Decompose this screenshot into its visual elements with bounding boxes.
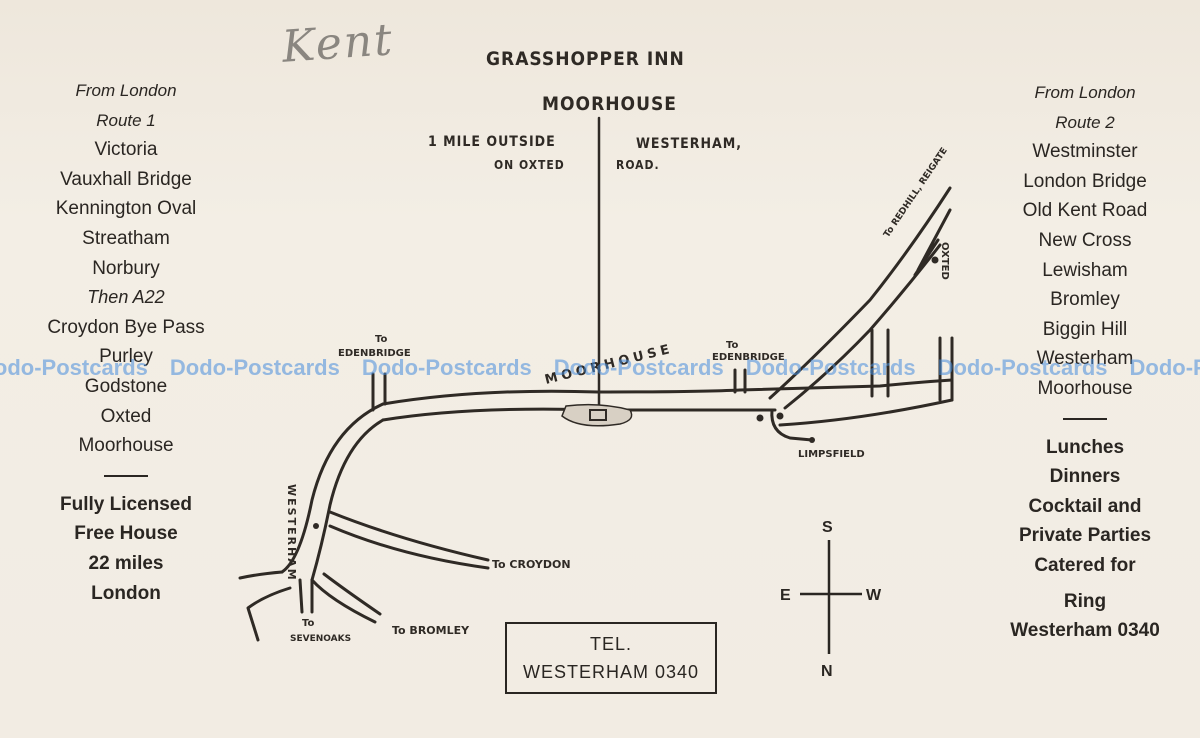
route-stop: Biggin Hill xyxy=(1042,318,1128,340)
map-label: To xyxy=(375,334,387,345)
junction-dot xyxy=(313,523,319,529)
croydon-road xyxy=(328,510,490,570)
compass-rose xyxy=(800,540,862,654)
route-stop: Old Kent Road xyxy=(1022,200,1148,222)
watermark-text: Dodo-Postcards xyxy=(169,355,340,380)
directions-text: WESTERHAM, xyxy=(636,136,743,152)
route-stop: Victoria xyxy=(94,139,158,161)
route-stop: Oxted xyxy=(100,405,152,427)
map-label: To REDHILL, REIGATE xyxy=(882,146,950,240)
route-stop: Westerham xyxy=(1036,348,1134,370)
compass-top: S xyxy=(822,519,833,536)
map-label: EDENBRIDGE xyxy=(338,348,411,359)
west-road-lower xyxy=(246,586,292,642)
route-stop: Moorhouse xyxy=(1037,377,1133,399)
telephone-number: WESTERHAM 0340 xyxy=(522,662,700,682)
inn-marker xyxy=(561,403,633,427)
watermark-text: Dodo-Postcards xyxy=(0,355,148,380)
route-stop: Lewisham xyxy=(1042,259,1128,281)
bromley-road xyxy=(310,572,382,624)
info-line: London xyxy=(91,582,161,604)
directions-text: ON OXTED xyxy=(494,158,565,172)
watermark-text: Dodo-Postcards xyxy=(745,355,916,380)
route-2-column: From London Route 2 Westminster London B… xyxy=(974,78,1196,646)
route-stop: Moorhouse xyxy=(78,435,174,457)
info-line: Free House xyxy=(74,523,178,545)
route-stop: Kennington Oval xyxy=(55,198,197,220)
map-label: To CROYDON xyxy=(492,558,571,571)
map-label: SEVENOAKS xyxy=(290,634,351,644)
route-2-heading: From London xyxy=(1034,83,1136,102)
watermark-text: Dodo-Postcards xyxy=(361,355,532,380)
info-line: 22 miles xyxy=(88,552,164,574)
route-stop: Norbury xyxy=(92,257,160,279)
service-line: Dinners xyxy=(1049,466,1121,488)
junction-dot xyxy=(931,256,939,264)
westerham-curve-inner xyxy=(310,418,385,582)
limpsfield-road xyxy=(770,408,814,442)
road-east-e xyxy=(938,336,954,402)
edenbridge-right-spur xyxy=(733,368,747,394)
watermark-text: Dodo-Postcards xyxy=(1129,355,1200,380)
road-east-a xyxy=(778,398,954,427)
route-stop: Vauxhall Bridge xyxy=(60,168,192,190)
ring-line: Ring xyxy=(1063,590,1107,612)
westerham-curve-outer xyxy=(280,402,385,574)
watermark-text: Dodo-Postcards xyxy=(553,355,724,380)
map-label: LIMPSFIELD xyxy=(798,449,865,460)
telephone-label: TEL. xyxy=(589,634,632,654)
compass-left: E xyxy=(780,587,791,604)
directions-text: 1 MILE OUTSIDE xyxy=(428,134,556,150)
route-1-column: From London Route 1 Victoria Vauxhall Br… xyxy=(18,76,234,608)
map-label: To xyxy=(302,618,314,629)
edenbridge-left-spur xyxy=(371,372,387,412)
map-label: To BROMLEY xyxy=(392,624,470,637)
ring-line: Westerham 0340 xyxy=(1010,620,1160,642)
compass-right: W xyxy=(866,587,882,604)
watermark-strip: Dodo-Postcards Dodo-Postcards Dodo-Postcar… xyxy=(0,354,1200,382)
watermark-text: Dodo-Postcards xyxy=(937,355,1108,380)
junction-dot xyxy=(809,437,815,443)
telephone-box: TEL. WESTERHAM 0340 xyxy=(505,622,717,694)
route-stop: Streatham xyxy=(82,227,170,249)
route-1-heading: From London xyxy=(75,81,177,100)
main-road-upper xyxy=(381,378,954,406)
oxted-road xyxy=(913,208,952,277)
compass-bottom: N xyxy=(821,663,833,680)
map-label: EDENBRIDGE xyxy=(712,352,785,363)
route-stop: Godstone xyxy=(84,375,168,397)
road-east-b xyxy=(768,186,952,400)
info-line: Fully Licensed xyxy=(60,493,192,515)
divider xyxy=(974,404,1196,433)
route-stop: London Bridge xyxy=(1023,170,1147,192)
map-label: To xyxy=(726,340,738,351)
route-stop: Bromley xyxy=(1050,289,1120,311)
divider xyxy=(18,461,234,490)
route-1-number: Route 1 xyxy=(96,110,156,130)
map-label: WESTERHAM xyxy=(285,484,298,582)
directions-text: ROAD. xyxy=(616,158,660,172)
west-road-upper xyxy=(238,570,284,580)
junction-dot xyxy=(756,414,764,422)
route-stop: Westminster xyxy=(1032,141,1138,163)
service-line: Cocktail and xyxy=(1028,495,1142,517)
service-line: Catered for xyxy=(1034,554,1136,576)
route-then: Then A22 xyxy=(87,287,165,308)
route-stop: New Cross xyxy=(1038,229,1132,251)
service-line: Private Parties xyxy=(1018,525,1152,547)
route-stop: Croydon Bye Pass xyxy=(47,316,205,338)
sevenoaks-spur xyxy=(298,578,314,614)
junction-dot xyxy=(776,412,784,420)
road-east-d xyxy=(870,328,890,398)
route-stop: Purley xyxy=(99,346,153,368)
location-title: MOORHOUSE xyxy=(542,93,677,115)
service-line: Lunches xyxy=(1045,436,1125,458)
route-2-number: Route 2 xyxy=(1055,112,1115,132)
inn-title: GRASSHOPPER INN xyxy=(486,48,685,70)
map-label: OXTED xyxy=(939,242,950,280)
